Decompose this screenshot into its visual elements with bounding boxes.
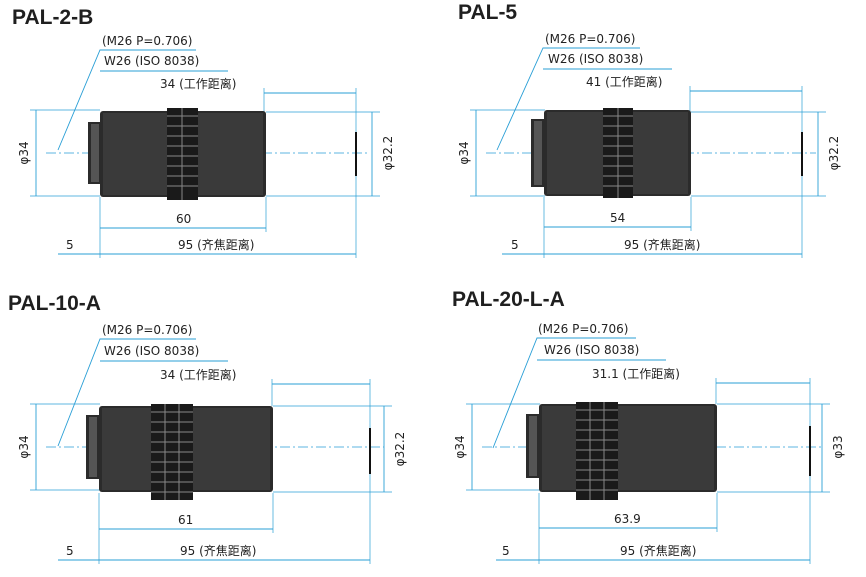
front-diameter-label: φ32.2: [393, 432, 407, 467]
working-distance-label: 34 (工作距离): [160, 76, 236, 91]
barrel-shade: [198, 113, 263, 195]
flange-offset-label: 5: [66, 238, 74, 252]
thread-spec-line2: W26 (ISO 8038): [104, 54, 199, 68]
barrel-shade: [542, 406, 576, 490]
flange-inner: [91, 124, 99, 182]
knurled-ring: [576, 402, 618, 500]
front-diameter-label: φ32.2: [827, 136, 841, 171]
body-diameter-label: φ34: [17, 141, 31, 164]
parfocal-label: 95 (齐焦距离): [624, 237, 700, 252]
flange-inner: [529, 416, 537, 476]
barrel-shade: [102, 408, 151, 490]
diagram-pal-10-a: PAL-10-A (M26 P=0.706) W26 (ISO 8038) 34…: [8, 292, 407, 564]
thread-leader: [57, 49, 196, 151]
thread-spec-line2: W26 (ISO 8038): [104, 344, 199, 358]
working-distance-label: 41 (工作距离): [586, 74, 662, 89]
front-diameter-label: φ33: [831, 435, 845, 458]
diagram-title: PAL-2-B: [12, 6, 93, 29]
thread-leader: [57, 338, 196, 447]
thread-spec-line1: (M26 P=0.706): [102, 323, 192, 337]
barrel-shade: [633, 112, 688, 194]
flange-offset-label: 5: [502, 544, 510, 558]
working-distance-label: 34 (工作距离): [160, 367, 236, 382]
diagram-title: PAL-20-L-A: [452, 288, 565, 311]
thread-spec-line1: (M26 P=0.706): [102, 34, 192, 48]
barrel-shade: [618, 406, 714, 490]
knurl-ridges: [576, 402, 618, 500]
length-label: 61: [178, 513, 193, 527]
parfocal-label: 95 (齐焦距离): [620, 543, 696, 558]
thread-spec-line1: (M26 P=0.706): [538, 322, 628, 336]
thread-spec-line2: W26 (ISO 8038): [544, 343, 639, 357]
body-diameter-label: φ34: [17, 435, 31, 458]
barrel-shade: [103, 113, 167, 195]
length-label: 60: [176, 212, 191, 226]
diagram-title: PAL-10-A: [8, 292, 101, 315]
flange-inner: [89, 417, 97, 477]
body-diameter-label: φ34: [457, 141, 471, 164]
knurl-ridges: [167, 108, 198, 200]
barrel-shade: [193, 408, 270, 490]
diagram-pal-5: PAL-5 (M26 P=0.706) W26 (ISO 8038) 41 (工…: [457, 1, 841, 258]
length-label: 54: [610, 211, 625, 225]
working-distance-label: 31.1 (工作距离): [592, 366, 680, 381]
diagram-pal-20-l-a: PAL-20-L-A (M26 P=0.706) W26 (ISO 8038) …: [452, 288, 845, 564]
thread-spec-line2: W26 (ISO 8038): [548, 52, 643, 66]
thread-spec-line1: (M26 P=0.706): [545, 32, 635, 46]
flange-offset-label: 5: [511, 238, 519, 252]
knurl-ridges: [603, 108, 633, 198]
thread-leader: [492, 337, 636, 449]
flange-inner: [534, 121, 542, 185]
front-diameter-label: φ32.2: [381, 136, 395, 171]
diagram-pal-2-b: PAL-2-B (M26 P=0.706) W26 (ISO 8038) 34 …: [12, 6, 395, 258]
body-diameter-label: φ34: [453, 435, 467, 458]
flange-offset-label: 5: [66, 544, 74, 558]
barrel-shade: [547, 112, 603, 194]
thread-leader: [496, 47, 640, 151]
diagram-title: PAL-5: [458, 1, 517, 24]
parfocal-label: 95 (齐焦距离): [178, 237, 254, 252]
parfocal-label: 95 (齐焦距离): [180, 543, 256, 558]
length-label: 63.9: [614, 512, 641, 526]
knurl-ridges: [151, 404, 193, 500]
